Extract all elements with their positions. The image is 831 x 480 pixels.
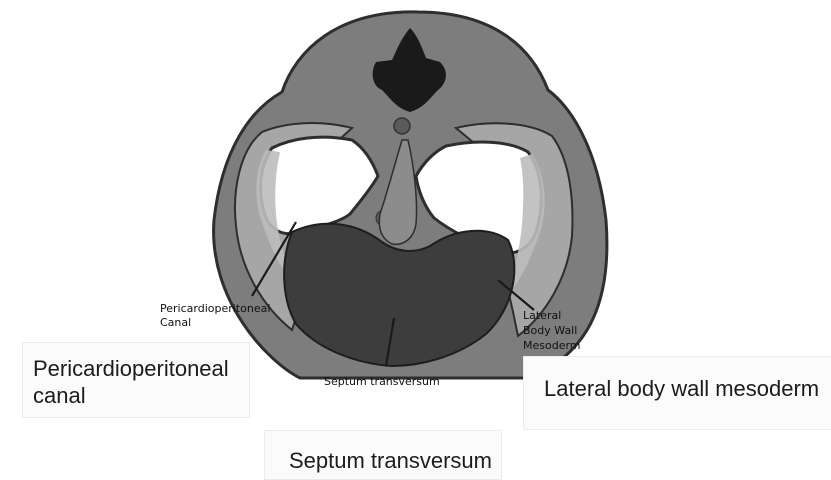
inner-label-pericardioperitoneal: Pericardioperitoneal	[160, 302, 270, 315]
inner-label-canal: Canal	[160, 316, 191, 329]
annotation-pc-line1: Pericardioperitoneal	[33, 355, 249, 382]
annotation-septum-text: Septum transversum	[289, 447, 501, 474]
annotation-box-lateral-body-wall-mesoderm: Lateral body wall mesoderm	[523, 356, 831, 430]
inner-label-body-wall: Body Wall	[523, 324, 577, 337]
notochord	[394, 118, 410, 134]
annotation-box-pericardioperitoneal-canal: Pericardioperitoneal canal	[22, 342, 250, 418]
inner-label-mesoderm: Mesoderm	[523, 339, 581, 352]
inner-label-septum-transversum: Septum transversum	[324, 375, 440, 388]
annotation-box-septum-transversum: Septum transversum	[264, 430, 502, 480]
annotation-pc-line2: canal	[33, 382, 249, 409]
inner-label-lateral: Lateral	[523, 309, 561, 322]
annotation-lateral-text: Lateral body wall mesoderm	[544, 375, 831, 402]
